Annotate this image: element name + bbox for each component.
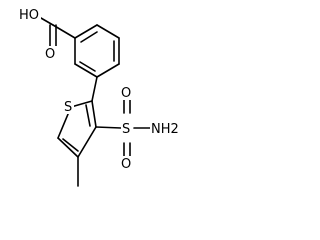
bond	[77, 126, 97, 158]
double-bond-inner	[79, 61, 96, 72]
bond	[74, 63, 98, 78]
bond	[96, 24, 120, 39]
bond	[70, 100, 93, 108]
thiophene-ring	[57, 76, 98, 158]
bond	[74, 24, 98, 39]
structural-formula: HO O S S O O NH2	[17, 6, 186, 187]
bond	[96, 63, 120, 78]
double-bond-inner	[85, 104, 91, 127]
atom-labels: HO O S S O O NH2	[17, 6, 186, 172]
sulfonyl-oxygen-bottom-label: O	[121, 157, 131, 172]
hydroxyl-label: HO	[19, 8, 39, 23]
double-bond-inner	[62, 138, 79, 152]
benzene-ring	[74, 24, 120, 78]
sulfonyl-sulfur-label: S	[122, 122, 130, 137]
sulfonyl-oxygen-top-label: O	[121, 86, 131, 101]
thiophene-sulfur-label: S	[64, 100, 72, 115]
bond	[91, 100, 97, 128]
carbonyl-oxygen-label: O	[45, 47, 55, 62]
bond	[95, 126, 122, 129]
bond	[57, 137, 79, 158]
bond	[91, 76, 98, 102]
amine-label: NH2	[151, 122, 179, 137]
sulfonamide-group	[95, 97, 152, 158]
double-bond-inner	[80, 31, 98, 43]
